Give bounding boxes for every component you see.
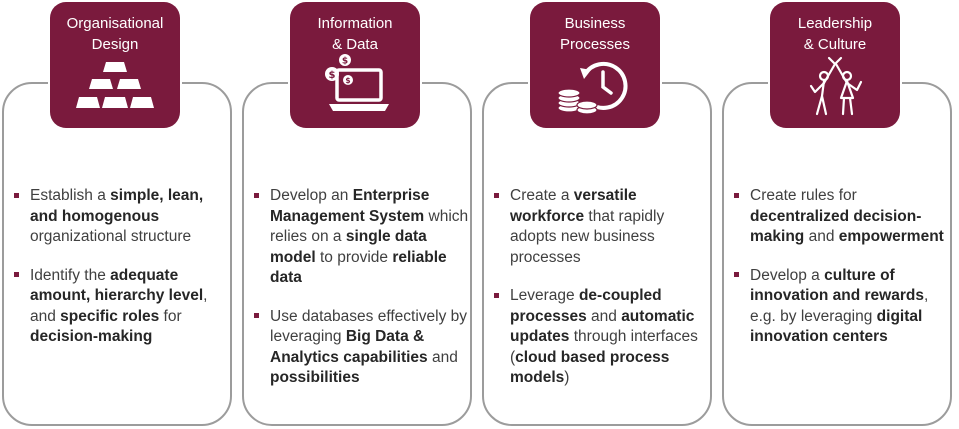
bold-phrase: culture of innovation and rewards — [750, 266, 924, 305]
bold-phrase: single data model — [270, 228, 427, 266]
bullet-list: Establish a simple, lean, and homogenous… — [12, 186, 230, 348]
gold-bars-icon — [76, 62, 154, 108]
text-phrase: Establish a — [30, 187, 111, 204]
bold-phrase: decentralized decision-making — [750, 207, 922, 246]
bold-phrase: simple, lean, and homogenous — [30, 187, 204, 225]
bullet-item: Create a versatile workforce that rapidl… — [492, 186, 710, 268]
bold-phrase: possibilities — [270, 369, 360, 386]
text-phrase: Use databases effectively by leveraging — [270, 307, 468, 346]
bullet-item: Develop an Enterprise Management System … — [252, 186, 470, 289]
bullet-list: Create rules for decentralized decision-… — [732, 186, 950, 348]
bold-phrase: empowerment — [838, 228, 944, 245]
text-phrase: that rapidly adopts new business process… — [510, 207, 665, 266]
column-title: Business Processes — [559, 15, 631, 53]
people-celebrating-icon — [809, 56, 863, 116]
card — [2, 82, 232, 426]
text-phrase: for — [159, 307, 182, 325]
card — [722, 82, 952, 426]
column-organisational-design: Organisational Design Establish a simple… — [2, 0, 234, 429]
bullet-list: Create a versatile workforce that rapidl… — [492, 186, 710, 389]
column-business-processes: Business Processes Create a versatile wo… — [482, 0, 714, 429]
bold-phrase: de-coupled processes — [510, 287, 662, 325]
bold-phrase: Enterprise Management System — [270, 187, 430, 225]
text-phrase: and — [427, 348, 458, 366]
bullet-item: Create rules for decentralized decision-… — [732, 186, 950, 248]
card — [482, 82, 712, 426]
bold-phrase: automatic updates — [510, 307, 695, 346]
bold-phrase: decision-making — [30, 328, 153, 345]
header-tab: Organisational Design — [50, 2, 180, 128]
header-tab: Business Processes — [530, 2, 660, 128]
bullet-list: Develop an Enterprise Management System … — [252, 186, 470, 389]
text-phrase: Develop a — [750, 266, 825, 284]
bold-phrase: digital innovation centers — [750, 307, 923, 346]
text-phrase: organizational structure — [30, 228, 192, 245]
text-phrase: to provide — [315, 248, 393, 266]
header-tab: Leadership & Culture — [770, 2, 900, 128]
coins-clock-icon — [557, 61, 628, 115]
laptop-dollar-icon: $ $ $ — [325, 54, 389, 111]
bullet-item: Develop a culture of innovation and rewa… — [732, 266, 950, 348]
text-phrase: Develop an — [270, 187, 353, 204]
svg-text:$: $ — [329, 70, 336, 81]
bold-phrase: reliable data — [270, 248, 447, 287]
column-title: Organisational Design — [66, 15, 164, 53]
bullet-item: Leverage de-coupled processes and automa… — [492, 286, 710, 389]
bullet-item: Identify the adequate amount, hierarchy … — [12, 266, 230, 348]
svg-text:$: $ — [345, 76, 350, 85]
column-title: Information & Data — [317, 15, 393, 53]
text-phrase: Identify the — [30, 266, 111, 284]
column-information-data: Information & Data $ $ $ Develop an Ente… — [242, 0, 474, 429]
text-phrase: and — [804, 228, 839, 245]
text-phrase: Create a — [510, 187, 574, 204]
bold-phrase: cloud based process models — [510, 348, 670, 387]
text-phrase: which relies on a — [270, 207, 469, 246]
bold-phrase: specific roles — [60, 307, 160, 325]
text-phrase: through interfaces ( — [510, 328, 698, 366]
header-tab: Information & Data $ $ $ — [290, 2, 420, 128]
bold-phrase: Big Data & Analytics capabilities — [270, 328, 428, 366]
text-phrase: , and — [30, 287, 208, 325]
bold-phrase: adequate amount, hierarchy level — [30, 266, 204, 305]
bullet-item: Establish a simple, lean, and homogenous… — [12, 186, 230, 248]
card — [242, 82, 472, 426]
bold-phrase: versatile workforce — [510, 187, 637, 225]
column-title: Leadership & Culture — [797, 15, 873, 53]
text-phrase: Leverage — [510, 287, 579, 304]
bullet-item: Use databases effectively by leveraging … — [252, 307, 470, 389]
text-phrase: and — [586, 307, 622, 325]
column-leadership-culture: Leadership & Culture Create rules for de… — [722, 0, 954, 429]
text-phrase: ) — [564, 369, 570, 386]
text-phrase: Create rules for — [750, 187, 857, 204]
svg-text:$: $ — [342, 57, 348, 67]
text-phrase: , e.g. by leveraging — [750, 287, 929, 325]
